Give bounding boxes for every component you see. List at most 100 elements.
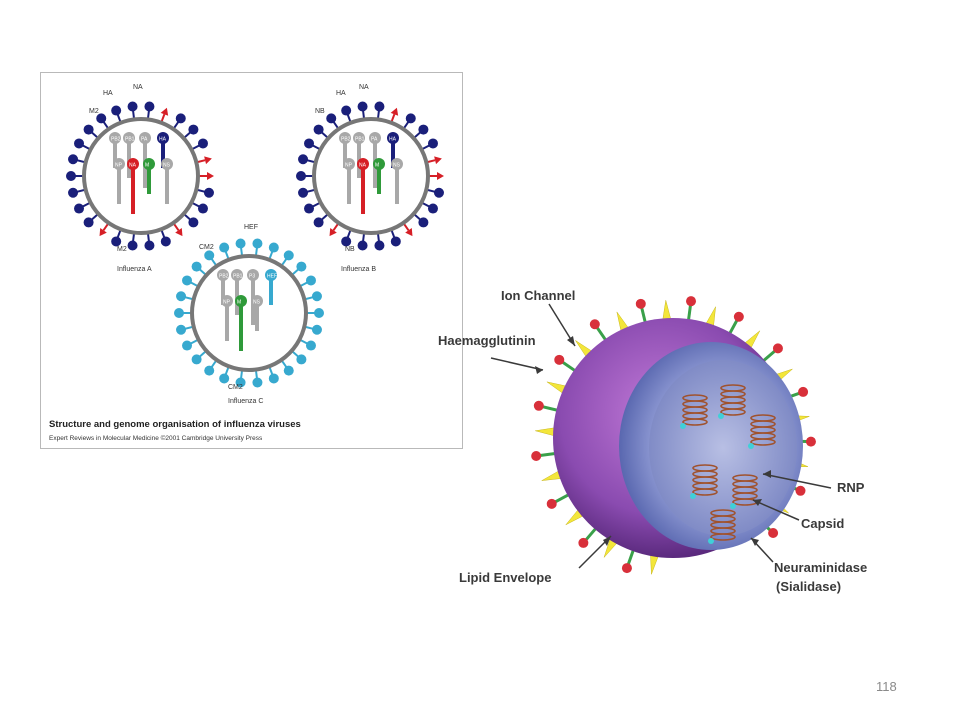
segment-head: [373, 158, 385, 170]
segment-head: [221, 295, 233, 307]
segment-label: HEF: [267, 274, 277, 280]
segment-head: [265, 269, 277, 281]
segment-head: [369, 132, 381, 144]
label-hef-c: HEF: [244, 224, 258, 231]
ha-knob-spike: [127, 240, 138, 251]
label-ha-b: HA: [336, 90, 346, 97]
segment-head: [339, 132, 351, 144]
ha-knob-spike: [374, 240, 385, 251]
rnp-polymerase: [748, 443, 754, 449]
ha-knob-spike: [305, 340, 316, 351]
ha-knob-spike: [268, 242, 279, 253]
ha-knob-spike: [433, 187, 444, 198]
ha-knob-spike: [188, 124, 199, 135]
ha-knob-spike: [197, 138, 208, 149]
segment-label: PA: [141, 137, 148, 143]
segment-head: [251, 295, 263, 307]
virus-a-name: Influenza A: [117, 266, 152, 273]
rnp-polymerase: [690, 493, 696, 499]
ha-knob-spike: [357, 240, 368, 251]
virion-cutaway-figure: Ion Channel Haemagglutinin RNP Capsid Ne…: [433, 278, 893, 608]
rnp-coil: [710, 533, 736, 541]
rnp-coil: [682, 418, 708, 426]
ha-knob-spike: [83, 124, 94, 135]
neuraminidase-head: [733, 311, 744, 322]
virus-envelope: [82, 117, 200, 235]
ha-knob-spike: [341, 236, 352, 247]
label-lipid-envelope: Lipid Envelope: [459, 570, 551, 585]
na-arrow-spike: [405, 228, 413, 237]
ha-knob-spike: [418, 124, 429, 135]
ha-knob-spike: [341, 105, 352, 116]
segment-label: M: [375, 163, 379, 169]
segment-label: NP: [345, 163, 353, 169]
ha-knob-spike: [298, 187, 309, 198]
na-arrow-spike: [434, 156, 442, 165]
neuraminidase-head: [768, 527, 779, 538]
ha-knob-spike: [268, 373, 279, 384]
ha-knob-spike: [304, 203, 315, 214]
neuraminidase-head: [772, 343, 783, 354]
segment-label: NS: [253, 300, 261, 306]
ha-knob-spike: [283, 365, 294, 376]
label-ion-channel: Ion Channel: [501, 288, 575, 303]
label-sialidase: (Sialidase): [776, 579, 841, 594]
segment-head: [113, 158, 125, 170]
segment-head: [343, 158, 355, 170]
segment-head: [127, 158, 139, 170]
segment-label: PB2: [341, 137, 351, 143]
ha-knob-spike: [252, 238, 263, 249]
ha-knob-spike: [314, 308, 324, 318]
ha-knob-spike: [204, 365, 215, 376]
na-arrow-spike: [99, 228, 107, 237]
neuraminidase-head: [621, 563, 632, 574]
ha-knob-spike: [74, 138, 85, 149]
ha-knob-spike: [427, 138, 438, 149]
segment-label: M: [145, 163, 149, 169]
ha-knob-spike: [313, 217, 324, 228]
ha-knob-spike: [111, 105, 122, 116]
rnp-polymerase: [680, 423, 686, 429]
arrow-haemagglutinin: [490, 357, 544, 371]
label-cm2-top-c: CM2: [199, 244, 214, 251]
ha-knob-spike: [283, 250, 294, 261]
rnp-coil: [750, 438, 776, 446]
ha-knob-spike: [305, 275, 316, 286]
ha-knob-spike: [111, 236, 122, 247]
segment-label: NP: [115, 163, 123, 169]
segment-head: [139, 132, 151, 144]
label-nb-bottom-b: NB: [345, 246, 355, 253]
segment-head: [143, 158, 155, 170]
ha-knob-spike: [176, 291, 187, 302]
segment-label: P3: [249, 274, 255, 280]
ha-knob-spike: [74, 203, 85, 214]
ha-knob-spike: [405, 113, 416, 124]
label-nb-top-b: NB: [315, 108, 325, 115]
na-arrow-spike: [390, 107, 399, 116]
ha-knob-spike: [313, 124, 324, 135]
ha-knob-spike: [252, 377, 263, 388]
segment-head: [247, 269, 259, 281]
caption-title: Structure and genome organisation of inf…: [49, 419, 301, 430]
neuraminidase-head: [805, 436, 816, 447]
label-m2-bottom-a: M2: [117, 246, 127, 253]
virus-envelope: [190, 254, 308, 372]
na-arrow-spike: [204, 156, 212, 165]
segment-head: [235, 295, 247, 307]
virus-b-name: Influenza B: [341, 266, 376, 273]
label-na-a: NA: [133, 84, 143, 91]
segment-label: HA: [389, 137, 397, 143]
segment-head: [123, 132, 135, 144]
page-number: 118: [876, 679, 897, 694]
ha-knob-spike: [66, 171, 76, 181]
na-arrow-spike: [437, 172, 444, 180]
segment-head: [357, 158, 369, 170]
virion-interior: [649, 360, 797, 536]
na-arrow-spike: [160, 107, 169, 116]
ha-knob-spike: [296, 171, 306, 181]
ha-knob-spike: [357, 101, 368, 112]
ha-knob-spike: [182, 340, 193, 351]
na-arrow-spike: [175, 228, 183, 237]
